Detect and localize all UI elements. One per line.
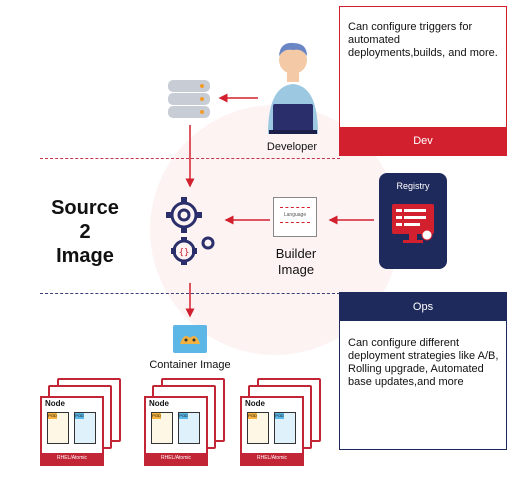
pod-box: POD <box>151 412 173 444</box>
node-label: Node <box>45 399 65 408</box>
pod-box: POD <box>178 412 200 444</box>
developer-icon <box>268 42 318 134</box>
pod-label: POD <box>248 413 257 419</box>
pod-label: POD <box>179 413 188 419</box>
node-label: Node <box>149 399 169 408</box>
container-image-label: Container Image <box>149 359 231 371</box>
node-card: Node POD POD RHEL/Atomic <box>144 396 208 466</box>
pod-label: POD <box>275 413 284 419</box>
gears-icon: {} <box>166 197 215 265</box>
container-image-icon <box>173 325 207 353</box>
node-label: Node <box>245 399 265 408</box>
developer-label: Developer <box>266 141 318 153</box>
database-icon <box>168 80 210 118</box>
title-line-3: Image <box>56 245 114 267</box>
pod-label: POD <box>75 413 84 419</box>
builder-image-box: Language <box>273 197 317 237</box>
dev-panel: Can configure triggers for automated dep… <box>339 6 507 156</box>
builder-label-line1: Builder <box>275 246 317 261</box>
dev-bar: Dev <box>340 127 506 155</box>
svg-text:{}: {} <box>179 248 190 258</box>
node-footer: RHEL/Atomic <box>146 453 206 464</box>
node-card: Node POD POD RHEL/Atomic <box>40 396 104 466</box>
registry-card: Registry <box>379 173 447 269</box>
pod-box: POD <box>274 412 296 444</box>
builder-label-line2: Image <box>277 262 315 277</box>
builder-image-label: Builder Image <box>255 246 337 278</box>
title-line-1: Source <box>51 197 119 219</box>
dev-description: Can configure triggers for automated dep… <box>348 21 498 59</box>
ops-bar: Ops <box>340 293 506 321</box>
pod-label: POD <box>152 413 161 419</box>
pod-label: POD <box>48 413 57 419</box>
language-text: Language <box>283 212 307 218</box>
registry-monitor-icon <box>392 204 434 243</box>
node-card: Node POD POD RHEL/Atomic <box>240 396 304 466</box>
pod-box: POD <box>247 412 269 444</box>
ops-description: Can configure different deployment strat… <box>348 337 499 388</box>
ops-panel: Ops Can configure different deployment s… <box>339 292 507 450</box>
pod-box: POD <box>47 412 69 444</box>
node-footer: RHEL/Atomic <box>242 453 302 464</box>
title-line-2: 2 <box>79 221 91 243</box>
diagram-title: Source 2 Image <box>30 196 140 268</box>
registry-label: Registry <box>396 181 430 191</box>
pod-box: POD <box>74 412 96 444</box>
node-footer: RHEL/Atomic <box>42 453 102 464</box>
